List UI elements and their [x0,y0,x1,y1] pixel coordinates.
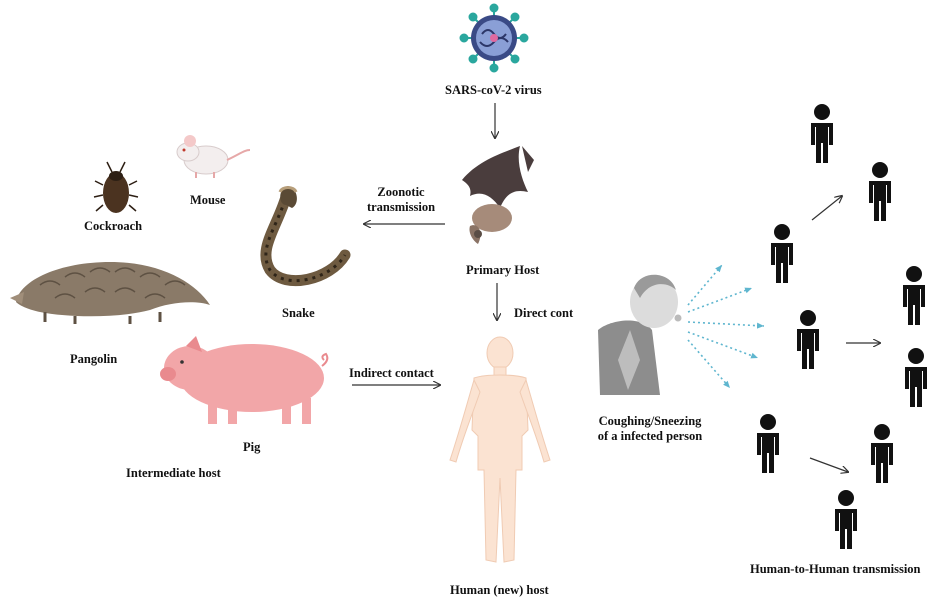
spread-arrow [810,458,848,472]
coughing-label-line2: of a infected person [584,429,716,444]
person-icon [797,310,819,369]
bat-icon [462,146,534,244]
pig-label: Pig [243,440,260,455]
snake-label: Snake [282,306,315,321]
person-icon [905,348,927,407]
cockroach-icon [94,162,138,213]
zoonotic-label: Zoonotic transmission [366,185,436,215]
pig-icon [160,336,327,424]
primary-host-label: Primary Host [466,263,539,278]
indirect-contact-label: Indirect contact [349,366,434,381]
spray-arrows [688,265,764,388]
zoonotic-label-line2: transmission [366,200,436,215]
person-icon [903,266,925,325]
spread-arrow [812,196,842,220]
person-icon [871,424,893,483]
mouse-icon [177,135,250,178]
pangolin-icon [10,262,210,324]
virus-icon [461,5,528,72]
cockroach-label: Cockroach [84,219,142,234]
h2h-label: Human-to-Human transmission [750,562,921,577]
person-icon [835,490,857,549]
person-icon [771,224,793,283]
zoonotic-label-line1: Zoonotic [366,185,436,200]
person-icon [869,162,891,221]
intermediate-host-label: Intermediate host [126,466,221,481]
human-host-label: Human (new) host [450,583,549,598]
virus-label: SARS-coV-2 virus [445,83,542,98]
snake-icon [266,186,345,281]
pangolin-label: Pangolin [70,352,117,367]
direct-contact-label: Direct cont [514,306,573,321]
mouse-label: Mouse [190,193,225,208]
coughing-label-line1: Coughing/Sneezing [584,414,716,429]
human-body-icon [450,337,550,562]
coughing-label: Coughing/Sneezing of a infected person [584,414,716,444]
person-icon [811,104,833,163]
coughing-person-icon [598,275,682,395]
person-icon [757,414,779,473]
